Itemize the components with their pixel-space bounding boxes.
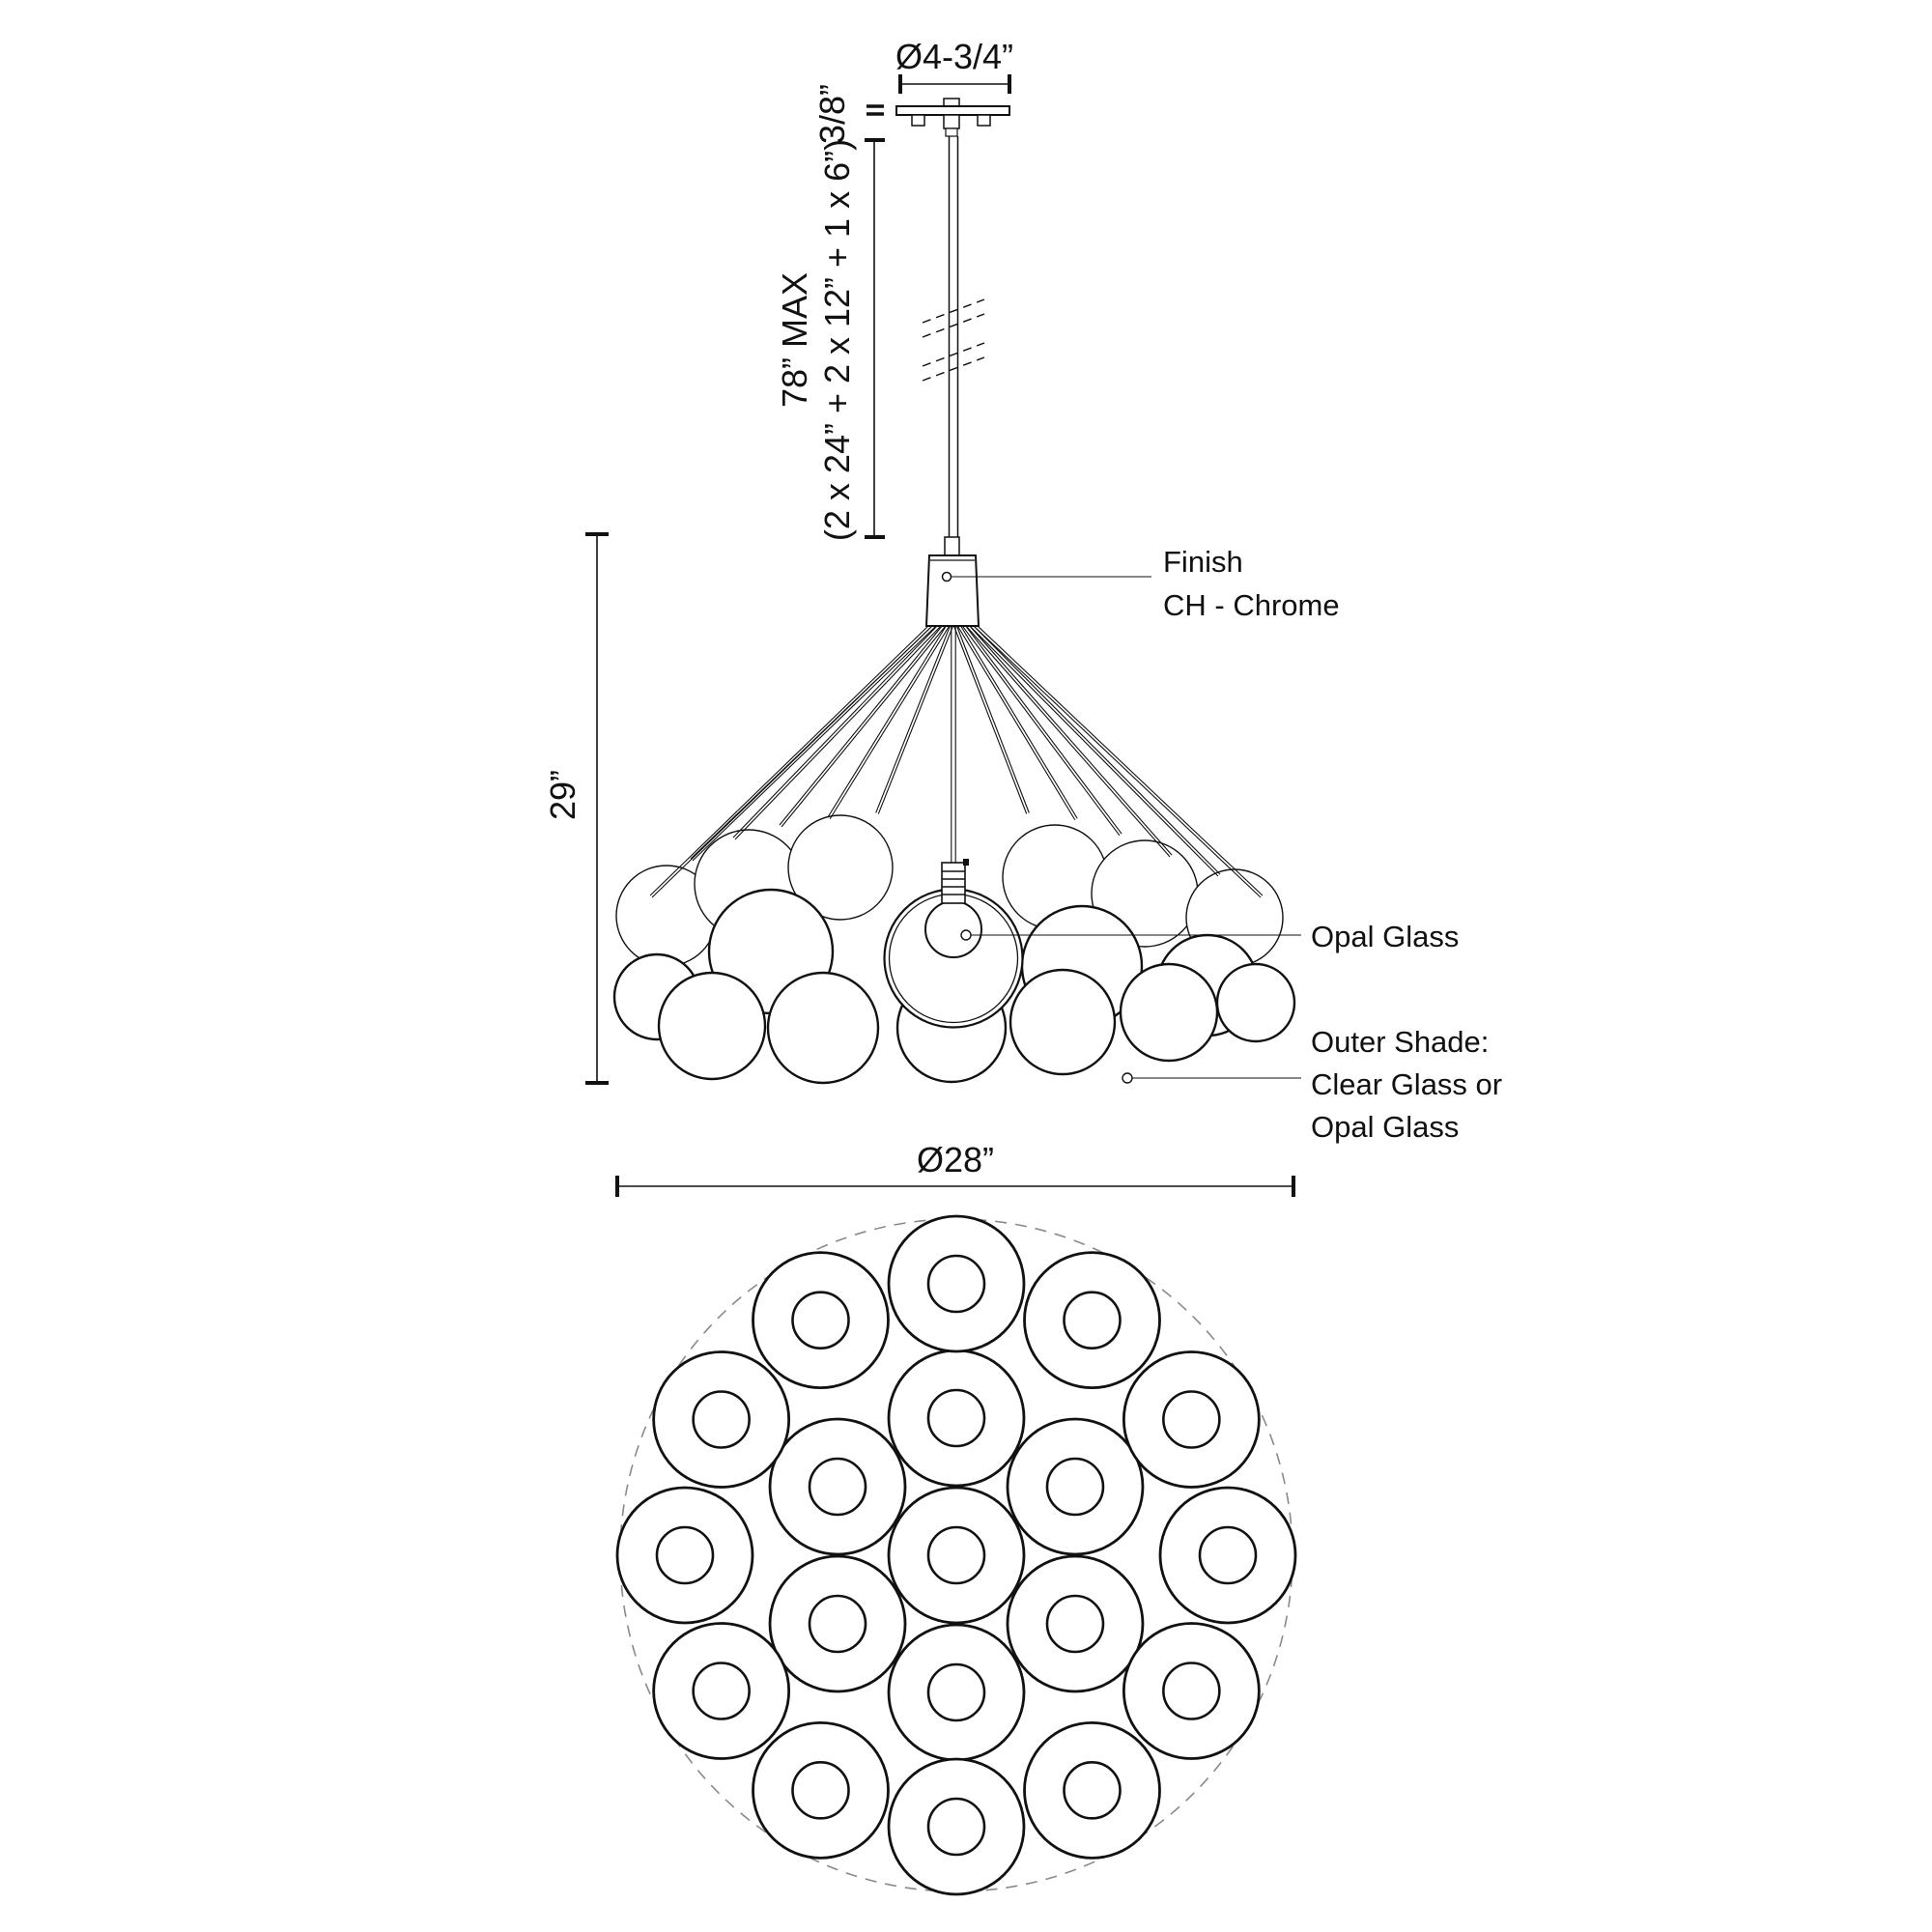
suspension-wire: [959, 624, 1078, 819]
fixture-height-text: 29”: [543, 770, 582, 820]
plan-globe-inner: [808, 1594, 867, 1654]
outer-shade-option2-text: Opal Glass: [1311, 1110, 1459, 1144]
finish-callout: Finish CH - Chrome: [952, 545, 1340, 622]
plan-globe-inner: [1162, 1390, 1221, 1449]
canopy-thickness-dimension: 3/8”: [812, 84, 884, 144]
plan-view: [615, 1214, 1297, 1896]
ceiling-canopy: [895, 98, 1010, 137]
suspension-wires: [649, 624, 1264, 898]
suspension-wire: [875, 625, 952, 813]
plan-globe-inner: [1063, 1291, 1122, 1350]
suspension-wire: [972, 624, 1221, 875]
suspension-wire: [827, 624, 948, 818]
rod-break-symbol-upper: [922, 298, 985, 338]
rod-collar: [944, 536, 960, 556]
lamp-socket: [941, 859, 969, 904]
plan-globe-inner: [926, 1388, 986, 1448]
plan-globe-inner: [808, 1457, 867, 1517]
wire-hub: [924, 554, 980, 627]
suspension-wire: [964, 624, 1122, 835]
canopy-screw-left: [911, 114, 925, 127]
plan-globe-inner: [1063, 1761, 1122, 1820]
outer-shade-leader-dot: [1122, 1072, 1133, 1084]
glass-globe: [1119, 962, 1219, 1063]
glass-globe: [787, 814, 894, 921]
outer-shade-option1-text: Clear Glass or: [1311, 1067, 1502, 1101]
suspension-wire: [779, 624, 944, 826]
suspension-wire: [955, 625, 1030, 813]
canopy-screw-right: [977, 114, 991, 127]
finish-leader-dot: [941, 571, 952, 582]
plan-globe-inner: [692, 1662, 751, 1720]
plan-globe-inner: [1162, 1662, 1221, 1720]
suspension-wire: [976, 624, 1264, 896]
plan-globe-inner: [926, 1525, 986, 1585]
plan-globes: [615, 1214, 1297, 1896]
canopy-rod-nut: [945, 128, 958, 137]
suspension-wire: [692, 626, 936, 862]
plan-globe-inner: [1045, 1594, 1105, 1654]
suspension-wire: [734, 626, 941, 840]
plan-globe-inner: [1045, 1457, 1105, 1517]
suspension-wire: [974, 626, 1262, 898]
fixture-diameter-dimension: Ø28”: [615, 1140, 1295, 1197]
finish-value-text: CH - Chrome: [1163, 588, 1340, 622]
suspension-wire: [970, 626, 1219, 877]
suspension-wire: [877, 626, 953, 814]
suspension-wire: [966, 626, 1171, 858]
plan-globe-inner: [791, 1291, 850, 1350]
suspension-wire: [968, 624, 1173, 856]
canopy-top-stub: [943, 98, 960, 107]
plan-globe-inner: [692, 1390, 751, 1449]
plan-globe-inner: [926, 1662, 986, 1722]
outer-shade-title-text: Outer Shade:: [1311, 1025, 1489, 1059]
opal-glass-text: Opal Glass: [1311, 920, 1459, 953]
suspension-breakdown-text: (2 x 24” + 2 x 12” + 1 x 6”): [817, 139, 857, 541]
suspension-wire: [962, 626, 1121, 837]
suspension-wire: [781, 626, 946, 828]
opal-inner-globe: [924, 900, 982, 958]
central-opal-globe: [883, 859, 1024, 1029]
plan-globe-inner: [791, 1761, 850, 1820]
opal-glass-callout: Opal Glass: [971, 920, 1459, 953]
plan-globe-inner: [926, 1254, 986, 1314]
opal-leader-dot: [960, 929, 972, 941]
rod-break-symbol-lower: [922, 342, 985, 382]
suspension-rod: [922, 136, 985, 556]
glass-globe: [766, 971, 880, 1085]
plan-globe-inner: [655, 1525, 715, 1585]
suspension-length-dimension: 78” MAX (2 x 24” + 2 x 12” + 1 x 6”): [775, 138, 885, 541]
plan-globe-inner: [926, 1797, 986, 1857]
plan-globe-inner: [1198, 1525, 1258, 1585]
fixture-diameter-text: Ø28”: [917, 1140, 994, 1179]
fixture-height-dimension: 29”: [543, 532, 609, 1085]
suspension-wire: [690, 624, 934, 860]
glass-globe: [1215, 962, 1296, 1043]
canopy-diameter-text: Ø4-3/4”: [895, 37, 1013, 76]
finish-title-text: Finish: [1163, 545, 1243, 579]
outer-shade-callout: Outer Shade: Clear Glass or Opal Glass: [1122, 1025, 1502, 1144]
suspension-wire: [829, 626, 950, 820]
canopy-plate: [895, 105, 1010, 116]
canopy-diameter-dimension: Ø4-3/4”: [895, 37, 1013, 94]
suspension-wire: [649, 624, 930, 896]
canopy-rod-connector: [943, 114, 960, 129]
hub-body: [924, 554, 980, 627]
suspension-wire: [732, 624, 939, 838]
suspension-wire: [957, 626, 1076, 821]
canopy-thickness-text: 3/8”: [812, 84, 852, 144]
suspension-wire: [953, 626, 1028, 814]
socket-setscrew: [963, 859, 969, 866]
glass-globe: [1009, 968, 1117, 1076]
glass-globe: [657, 971, 767, 1081]
suspension-max-text: 78” MAX: [775, 272, 814, 408]
